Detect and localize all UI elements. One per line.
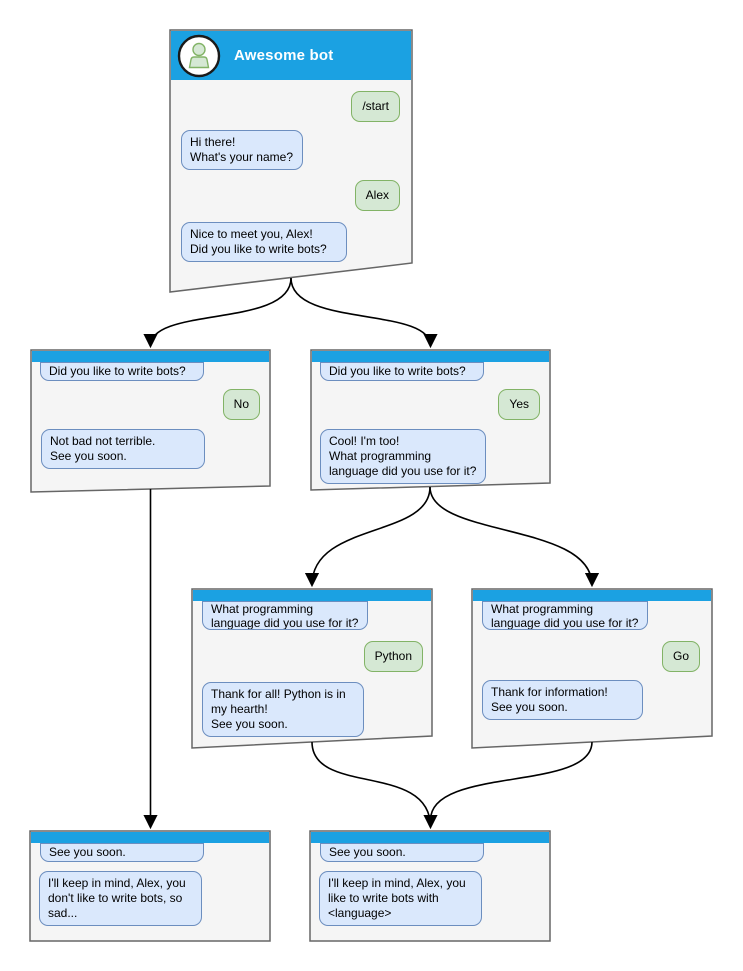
chat-window-no-titlebar	[32, 351, 269, 362]
bot-message-bubble: What programming language did you use fo…	[202, 601, 368, 630]
bot-message-bubble: Thank for all! Python is in my hearth! S…	[202, 682, 364, 737]
chat-window-python-titlebar	[193, 590, 431, 601]
bot-message-bubble: Hi there! What's your name?	[181, 130, 303, 170]
connector-yes-to-go	[429, 486, 600, 588]
user-message-bubble: Python	[363, 641, 423, 672]
chat-window-end-yes-titlebar	[311, 832, 549, 843]
connector-start-to-no	[143, 277, 292, 349]
bot-message-bubble: See you soon.	[40, 843, 204, 862]
chat-window-go-titlebar	[473, 590, 711, 601]
user-message-bubble: Alex	[354, 180, 400, 211]
connector-python-to-end-yes	[311, 741, 438, 830]
user-message-bubble: /start	[351, 91, 400, 122]
bot-message-bubble: Did you like to write bots?	[40, 362, 204, 381]
bot-avatar-icon	[177, 34, 221, 78]
user-message-bubble: No	[222, 389, 260, 420]
bot-message-bubble: I'll keep in mind, Alex, you don't like …	[39, 871, 202, 926]
chat-window-end-no-titlebar	[31, 832, 269, 843]
connector-go-to-end-yes	[429, 741, 593, 821]
bot-message-bubble: See you soon.	[320, 843, 484, 862]
bot-message-bubble: Did you like to write bots?	[320, 362, 484, 381]
connector-yes-to-python	[304, 486, 431, 588]
bot-message-bubble: Cool! I'm too! What programming language…	[320, 429, 486, 484]
chat-window-yes-titlebar	[312, 351, 549, 362]
connector-start-to-yes	[290, 277, 438, 349]
bot-message-bubble: Thank for information! See you soon.	[482, 680, 643, 720]
user-message-bubble: Yes	[498, 389, 540, 420]
bot-message-bubble: What programming language did you use fo…	[482, 601, 648, 630]
chat-window-title: Awesome bot	[234, 47, 334, 64]
bot-message-bubble: I'll keep in mind, Alex, you like to wri…	[319, 871, 482, 926]
user-message-bubble: Go	[661, 641, 700, 672]
bot-message-bubble: Nice to meet you, Alex! Did you like to …	[181, 222, 347, 262]
bot-message-bubble: Not bad not terrible. See you soon.	[41, 429, 205, 469]
chat-window-start-titlebar: Awesome bot	[171, 31, 411, 80]
